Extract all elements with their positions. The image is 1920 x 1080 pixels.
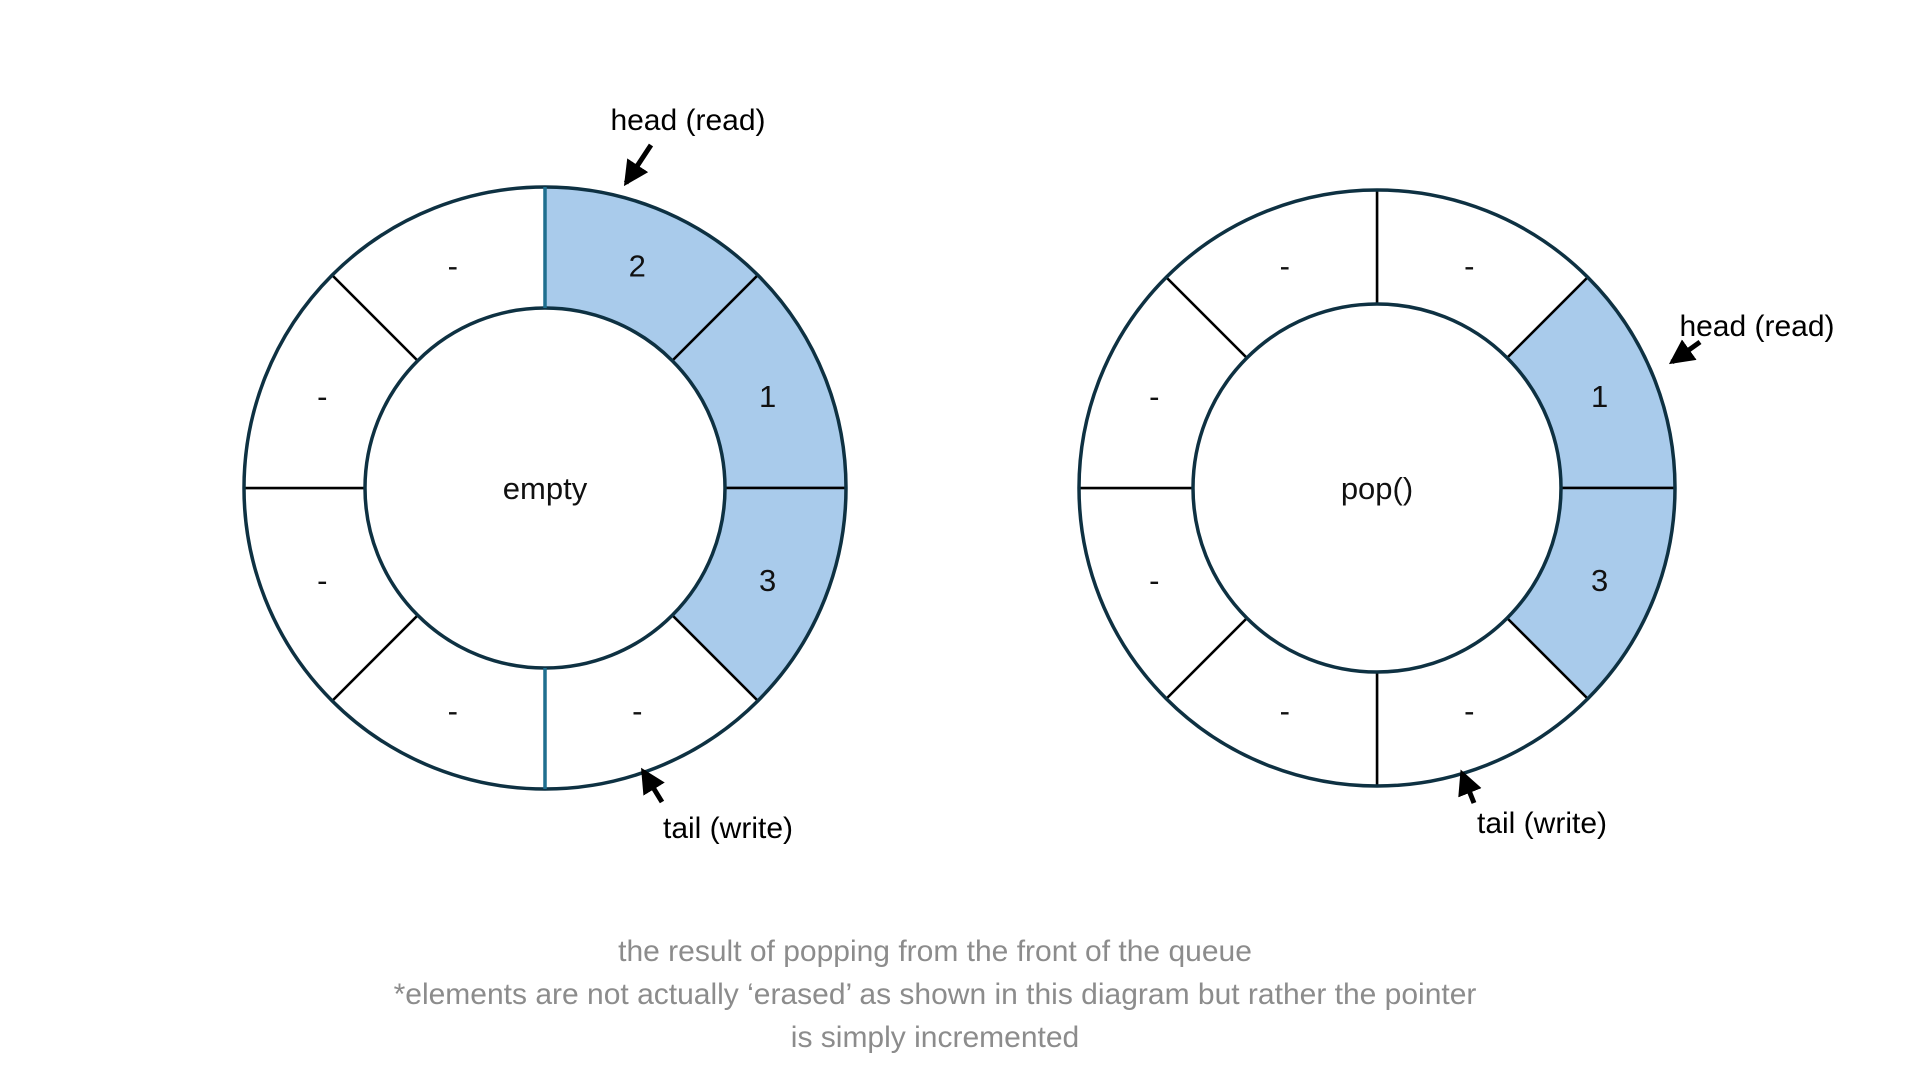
slot-value: 3 — [759, 563, 776, 598]
slot-value: 3 — [1591, 563, 1608, 598]
left-tail-label: tail (write) — [663, 812, 793, 845]
slot-value: 1 — [759, 379, 776, 414]
slot-value: - — [448, 694, 458, 729]
slot-value: - — [1149, 563, 1159, 598]
right-ring-center-label: pop() — [1341, 471, 1413, 506]
caption-line-1: the result of popping from the front of … — [618, 935, 1252, 968]
slot-value: - — [1149, 379, 1159, 414]
slot-value: - — [1280, 694, 1290, 729]
right-tail-label: tail (write) — [1477, 807, 1607, 840]
slot-value: 1 — [1591, 379, 1608, 414]
caption-line-3: is simply incremented — [790, 1021, 1080, 1054]
caption-line-2: *elements are not actually ‘erased’ as s… — [393, 978, 1477, 1011]
slot-value: - — [1464, 248, 1474, 283]
left-head-label: head (read) — [610, 104, 765, 137]
slot-value: - — [448, 248, 458, 283]
right-head-label: head (read) — [1679, 310, 1834, 343]
slot-value: - — [317, 379, 327, 414]
slot-value: - — [1464, 694, 1474, 729]
left-head-arrow-icon — [623, 143, 654, 187]
slot-value: - — [1280, 248, 1290, 283]
ring-before-pop: 2 1 3 - - - - - — [242, 185, 848, 791]
left-ring-center-label: empty — [503, 471, 588, 506]
right-head-arrow-icon — [1668, 339, 1702, 365]
ring-outline — [1191, 302, 1563, 674]
slot-value: - — [632, 694, 642, 729]
caption: the result of popping from the front of … — [0, 930, 1870, 1059]
right-tail-arrow-icon — [1458, 769, 1482, 804]
ring-outline — [1077, 188, 1677, 788]
left-tail-arrow-icon — [640, 767, 665, 804]
ring-after-pop: - 1 3 - - - - - — [1077, 188, 1677, 788]
slot-value: 2 — [629, 248, 646, 283]
slot-value: - — [317, 563, 327, 598]
